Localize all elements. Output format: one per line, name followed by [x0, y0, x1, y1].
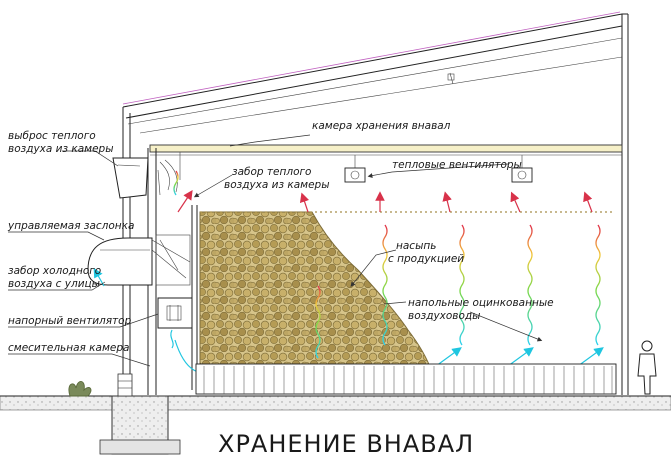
label-floor-ducts-2: воздуховоды — [408, 310, 480, 322]
label-warm-intake-1: забор теплого — [232, 166, 311, 178]
label-ceiling-fans: тепловые вентиляторы — [392, 159, 522, 171]
ground — [0, 373, 671, 455]
label-cold-intake-1: забор холодного — [8, 265, 101, 277]
label-pressure-fan: напорный вентилятор — [8, 315, 132, 327]
ceiling-beam — [149, 144, 623, 153]
air-flow-columns — [173, 170, 601, 359]
label-pile-2: с продукцией — [388, 253, 464, 265]
leader-lines — [8, 134, 543, 367]
ceiling-fan-1 — [344, 155, 366, 183]
label-pile-1: насыпь — [396, 240, 436, 252]
pressure-fan — [157, 297, 193, 349]
warm-exhaust-duct — [112, 157, 178, 199]
cold-intake-hood — [87, 234, 191, 286]
label-warm-exhaust-2: воздуха из камеры — [8, 143, 114, 155]
diagram-title: ХРАНЕНИЕ ВНАВАЛ — [218, 430, 474, 458]
label-mixing-chamber: смесительная камера — [8, 342, 129, 354]
label-floor-ducts-1: напольные оцинкованные — [408, 297, 554, 309]
ceiling-fan-2 — [511, 155, 533, 183]
label-cold-intake-2: воздуха с улицы — [8, 278, 100, 290]
warm-air-arrows — [177, 190, 593, 213]
label-storage-chamber: камера хранения внавал — [312, 120, 451, 132]
plant-icon — [68, 381, 92, 397]
label-control-damper: управляемая заслонка — [7, 220, 134, 232]
roof — [122, 11, 629, 395]
person-icon — [637, 340, 657, 395]
label-warm-exhaust-1: выброс теплого — [8, 130, 96, 142]
product-pile — [199, 211, 433, 373]
label-warm-intake-2: воздуха из камеры — [224, 179, 330, 191]
floor-ducts — [195, 363, 617, 395]
